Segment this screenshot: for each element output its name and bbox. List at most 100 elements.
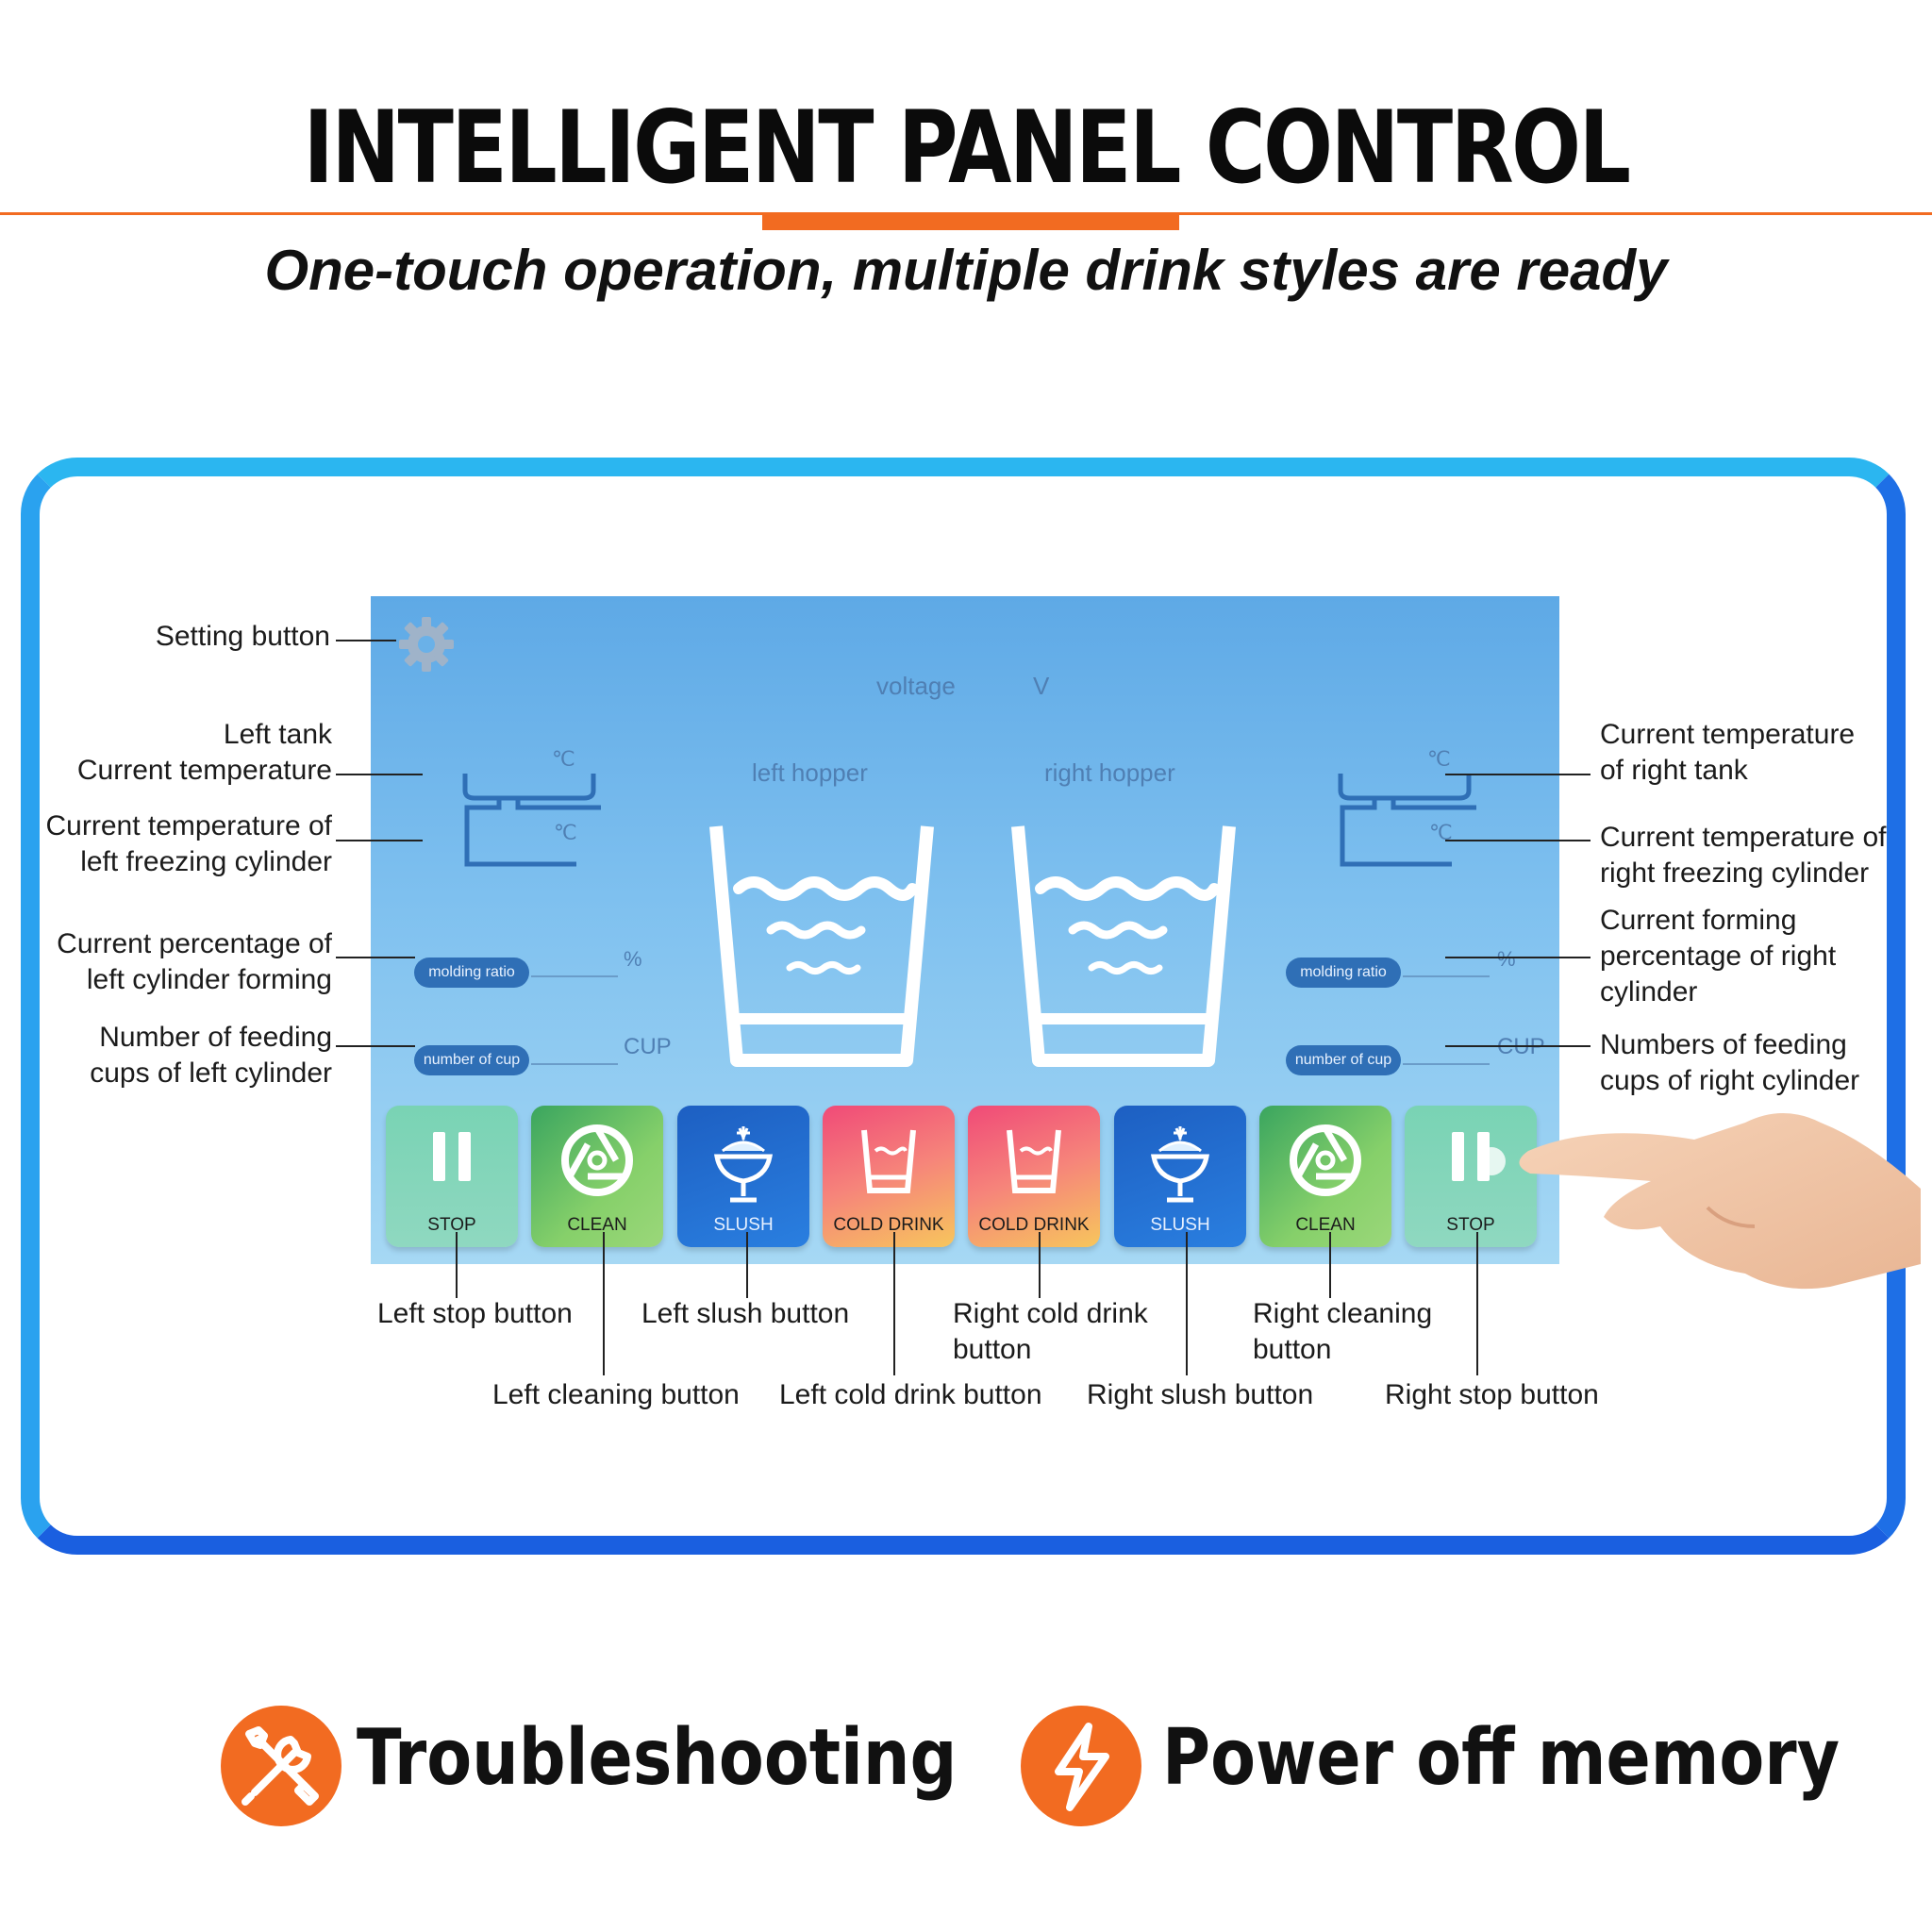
right-forming-annotation-line1: Current forming: [1600, 905, 1797, 936]
right-forming-annotation-line2: percentage of right: [1600, 941, 1837, 972]
page-title: INTELLIGENT PANEL CONTROL: [303, 90, 1631, 206]
left-slush-button[interactable]: SLUSH: [677, 1106, 809, 1247]
right-cold-annotation-line2: button: [953, 1334, 1032, 1365]
right-cold-annotation-line1: Right cold drink: [953, 1298, 1148, 1329]
aperture-icon: [1290, 1124, 1361, 1196]
right-slush-button[interactable]: SLUSH: [1114, 1106, 1246, 1247]
leader-line: [1039, 1232, 1041, 1298]
left-stop-button[interactable]: STOP: [386, 1106, 518, 1247]
page-subtitle: One-touch operation, multiple drink styl…: [264, 239, 1668, 302]
leader-line: [336, 640, 396, 641]
left-clean-annotation: Left cleaning button: [492, 1379, 740, 1410]
leader-line: [893, 1232, 895, 1375]
left-molding-ratio-pill: molding ratio: [414, 958, 529, 988]
pause-icon: [433, 1132, 471, 1181]
leader-line: [1445, 840, 1591, 841]
left-cylinder-temp-unit: ℃: [554, 821, 577, 844]
right-hopper-cup-icon: [1011, 825, 1236, 1067]
leader-line: [336, 1045, 415, 1047]
left-cups-annotation-line1: Number of feeding: [99, 1022, 332, 1053]
right-molding-ratio-pill: molding ratio: [1286, 958, 1401, 988]
button-label: SLUSH: [713, 1215, 774, 1235]
troubleshooting-label: Troubleshooting: [357, 1713, 958, 1803]
left-clean-button[interactable]: CLEAN: [531, 1106, 663, 1247]
button-label: STOP: [1446, 1215, 1495, 1235]
left-slush-annotation: Left slush button: [641, 1298, 850, 1329]
left-percent-annotation-line1: Current percentage of: [57, 928, 332, 959]
left-hopper-label: left hopper: [752, 758, 868, 787]
leader-line: [603, 1232, 605, 1375]
left-hopper-cup-icon: [709, 825, 934, 1067]
button-label: COLD DRINK: [833, 1215, 944, 1235]
right-freeze-annotation-line2: right freezing cylinder: [1600, 858, 1870, 889]
button-label: CLEAN: [1295, 1215, 1356, 1235]
left-cup-unit: CUP: [624, 1034, 672, 1059]
left-freeze-annotation-line1: Current temperature of: [45, 810, 332, 841]
right-clean-button[interactable]: CLEAN: [1259, 1106, 1391, 1247]
leader-line: [336, 840, 423, 841]
right-hopper-label: right hopper: [1044, 758, 1175, 787]
left-tank-annotation-line1: Left tank: [223, 719, 332, 750]
power-off-memory-label: Power off memory: [1162, 1713, 1840, 1803]
pointing-hand-icon: [1519, 1113, 1921, 1290]
cup-icon: [1007, 1129, 1061, 1193]
leader-line: [1445, 957, 1591, 958]
right-tank-icon: [1338, 774, 1476, 867]
left-cold-annotation: Left cold drink button: [779, 1379, 1042, 1410]
leader-line: [1186, 1232, 1188, 1375]
title-accent-bar: [762, 213, 1179, 230]
left-tank-annotation-line2: Current temperature: [76, 755, 332, 786]
aperture-icon: [561, 1124, 633, 1196]
slush-glass-icon: [1151, 1126, 1209, 1203]
leader-line: [746, 1232, 748, 1298]
right-stop-annotation: Right stop button: [1385, 1379, 1599, 1410]
leader-line: [456, 1232, 458, 1298]
leader-line: [1476, 1232, 1478, 1375]
right-freeze-annotation-line1: Current temperature of: [1600, 822, 1887, 853]
right-molding-underline: [1403, 975, 1490, 977]
leader-line: [336, 957, 415, 958]
right-cup-underline: [1403, 1063, 1490, 1065]
right-cup-unit: CUP: [1497, 1034, 1545, 1059]
button-label: COLD DRINK: [978, 1215, 1090, 1235]
right-cups-annotation-line2: cups of right cylinder: [1600, 1065, 1860, 1096]
setting-button-annotation: Setting button: [155, 621, 330, 652]
touch-highlight: [1477, 1147, 1506, 1175]
left-percent-unit: %: [624, 947, 642, 971]
tools-icon: [221, 1706, 341, 1826]
leader-line: [1445, 1045, 1591, 1047]
right-tank-temp-unit: ℃: [1427, 747, 1451, 771]
right-tank-annotation-line2: of right tank: [1600, 755, 1748, 786]
lightning-icon: [1021, 1706, 1141, 1826]
right-clean-annotation-line1: Right cleaning: [1253, 1298, 1433, 1329]
right-cold-drink-button[interactable]: COLD DRINK: [968, 1106, 1100, 1247]
left-cold-drink-button[interactable]: COLD DRINK: [823, 1106, 955, 1247]
voltage-label: voltage: [876, 672, 956, 700]
cup-icon: [861, 1129, 916, 1193]
left-cup-underline: [531, 1063, 618, 1065]
gear-icon[interactable]: [395, 613, 458, 675]
left-tank-icon: [462, 774, 601, 867]
right-number-of-cup-pill: number of cup: [1286, 1045, 1401, 1075]
button-label: SLUSH: [1150, 1215, 1210, 1235]
leader-line: [1329, 1232, 1331, 1298]
left-freeze-annotation-line2: left freezing cylinder: [80, 846, 332, 877]
left-cups-annotation-line2: cups of left cylinder: [90, 1058, 332, 1089]
voltage-unit: V: [1033, 672, 1050, 700]
right-cylinder-temp-unit: ℃: [1429, 821, 1453, 844]
leader-line: [336, 774, 423, 775]
left-percent-annotation-line2: left cylinder forming: [86, 964, 332, 995]
right-clean-annotation-line2: button: [1253, 1334, 1332, 1365]
slush-glass-icon: [714, 1126, 773, 1203]
right-percent-unit: %: [1497, 947, 1516, 971]
left-molding-underline: [531, 975, 618, 977]
button-label: CLEAN: [567, 1215, 627, 1235]
right-tank-annotation-line1: Current temperature: [1600, 719, 1856, 750]
leader-line: [1445, 774, 1591, 775]
button-label: STOP: [427, 1215, 476, 1235]
left-tank-temp-unit: ℃: [552, 747, 575, 771]
right-slush-annotation: Right slush button: [1087, 1379, 1314, 1410]
control-screen: voltage V left hopper right hopper ℃ ℃ ℃…: [371, 596, 1559, 1264]
right-cups-annotation-line1: Numbers of feeding: [1600, 1029, 1847, 1060]
left-stop-annotation: Left stop button: [377, 1298, 573, 1329]
